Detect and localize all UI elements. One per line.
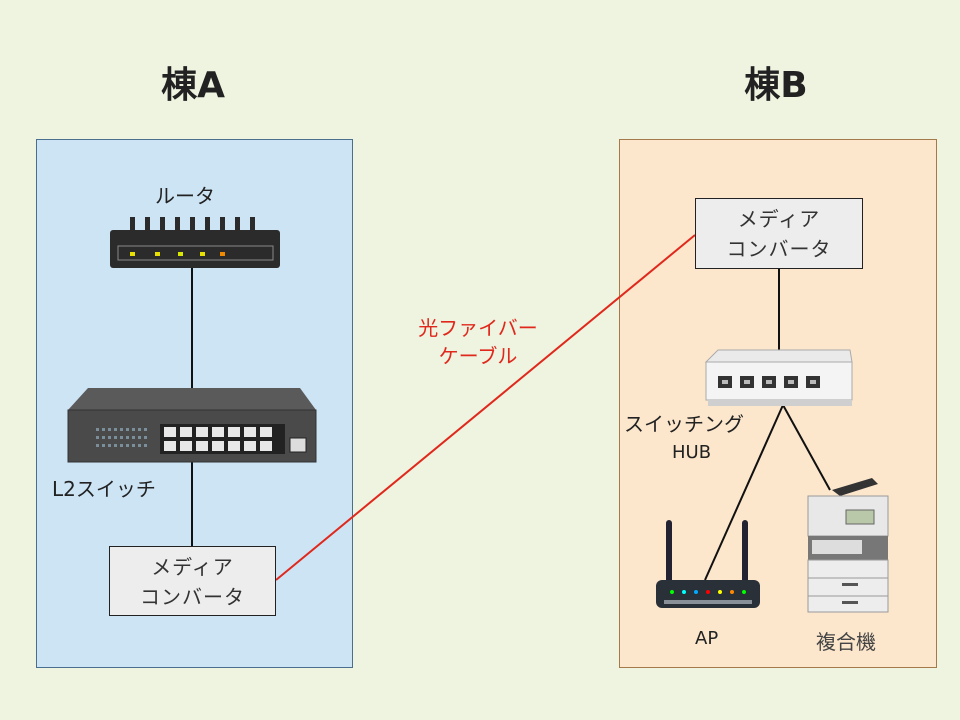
building-b-title: 棟B [744, 65, 808, 106]
l2-switch-icon [67, 388, 317, 463]
router-icon [110, 217, 280, 268]
media-converter-a-line2: コンバータ [140, 585, 245, 609]
l2-switch-label: L2スイッチ [52, 477, 156, 501]
fiber-cable-label-line2: ケーブル [438, 344, 518, 368]
media-converter-b-line2: コンバータ [726, 237, 832, 261]
switching-hub-label-hub: HUB [672, 442, 712, 463]
hub-to-mfp-line [782, 404, 831, 491]
fiber-cable-label: 光ファイバー ケーブル [398, 314, 558, 370]
mfp-icon [807, 478, 889, 613]
switching-hub-label: スイッチング [624, 412, 744, 436]
fiber-cable-line [275, 234, 696, 581]
media-converter-a-line1: メディア [151, 555, 234, 579]
media-converter-a: メディア コンバータ [109, 546, 276, 616]
access-point-icon [656, 520, 760, 608]
building-a-title: 棟A [161, 65, 225, 106]
media-converter-b: メディア コンバータ [695, 198, 863, 269]
switching-hub-icon [704, 349, 853, 406]
media-converter-b-line1: メディア [737, 207, 821, 231]
router-label: ルータ [155, 184, 215, 208]
fiber-cable-label-line1: 光ファイバー [418, 316, 538, 340]
hub-to-ap-line [704, 404, 784, 581]
ap-label: AP [695, 628, 719, 649]
mfp-label: 複合機 [816, 630, 876, 654]
